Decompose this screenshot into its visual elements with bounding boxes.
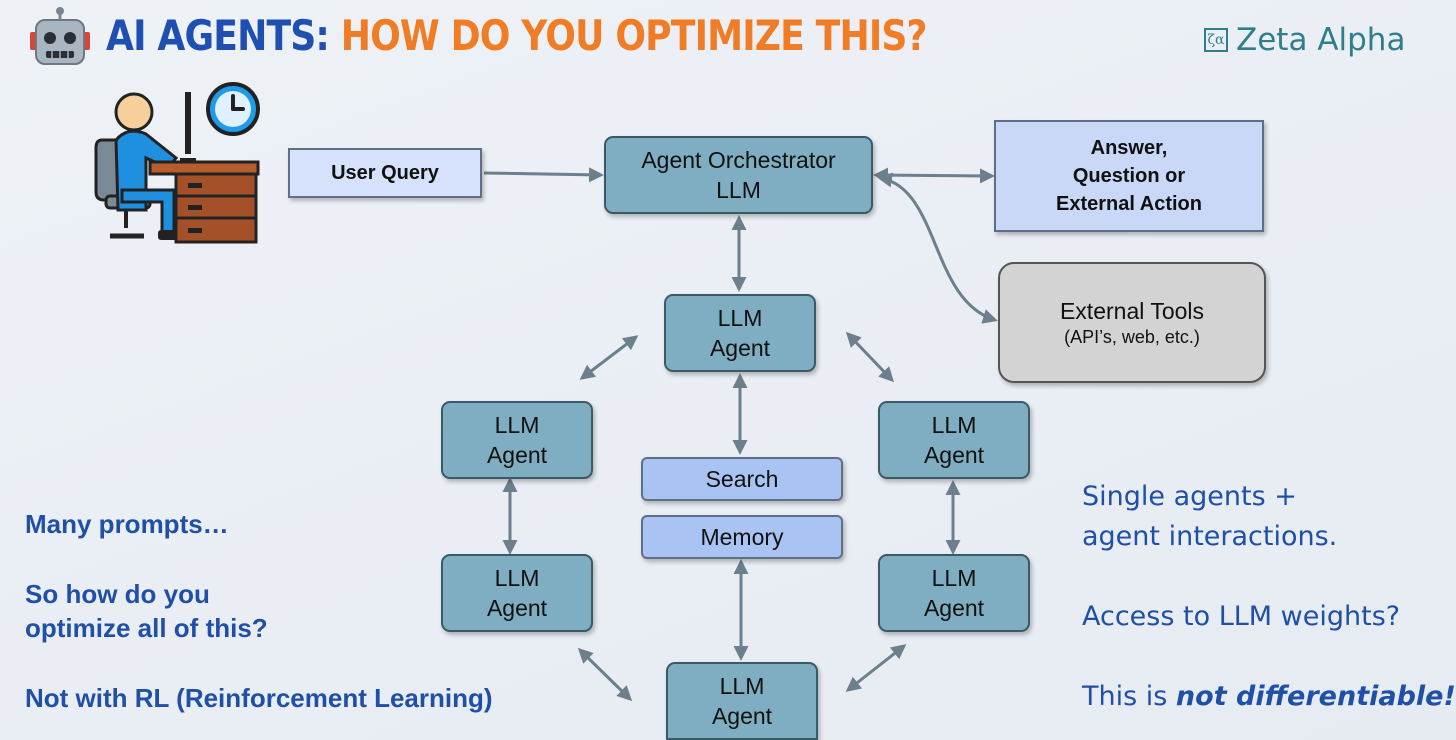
llm-agent-node-left-upper: LLM Agent <box>441 401 593 479</box>
right-text-line-1: Single agents + agent interactions. <box>1082 481 1338 552</box>
arrow-top-left-diagonal <box>579 335 639 380</box>
left-text-line-3: Not with RL (Reinforcement Learning) <box>25 683 493 713</box>
right-text-line-3-prefix: This is <box>1082 681 1176 712</box>
title-part-2: HOW DO YOU OPTIMIZE THIS? <box>340 11 928 60</box>
llm-agent-node-right-upper: LLM Agent <box>878 401 1030 479</box>
right-text-line-3-emphasis: not differentiable! <box>1175 681 1456 712</box>
llm-agent-node-top: LLM Agent <box>664 294 816 372</box>
external-tools-label: External Tools <box>1059 297 1205 324</box>
robot-icon <box>28 6 92 68</box>
brand: ζα Zeta Alpha <box>1204 20 1405 60</box>
brand-name: Zeta Alpha <box>1236 22 1406 58</box>
zeta-alpha-logo-icon: ζα <box>1204 28 1228 52</box>
llm-agent-node-left-lower: LLM Agent <box>441 554 593 632</box>
external-tools-node: External Tools (API’s, web, etc.) <box>998 262 1266 383</box>
page-title: AI AGENTS: HOW DO YOU OPTIMIZE THIS? <box>106 8 928 64</box>
arrow-query-to-orchestrator <box>483 167 604 183</box>
arrow-bottom-left-diagonal <box>577 647 633 702</box>
llm-agent-node-bottom: LLM Agent <box>666 662 818 740</box>
right-text-line-2: Access to LLM weights? <box>1082 601 1401 632</box>
left-text-line-2: So how do you optimize all of this? <box>25 579 268 643</box>
user-query-node: User Query <box>288 148 482 198</box>
search-node: Search <box>641 457 843 501</box>
arrow-bottom-right-diagonal <box>845 644 907 692</box>
arrow-top-right-diagonal <box>845 331 895 383</box>
llm-agent-node-right-lower: LLM Agent <box>878 554 1030 632</box>
arrow-orchestrator-to-tools <box>877 172 998 324</box>
answer-node: Answer, Question or External Action <box>994 120 1264 232</box>
title-part-1: AI AGENTS: <box>106 11 330 60</box>
left-text-line-1: Many prompts… <box>25 509 229 539</box>
clock-icon <box>204 80 262 138</box>
user-at-desk-icon <box>92 78 262 246</box>
arrow-orchestrator-to-answer <box>873 167 995 184</box>
agent-orchestrator-node: Agent Orchestrator LLM <box>604 136 873 214</box>
right-text-line-3: This is not differentiable! <box>1082 677 1456 717</box>
memory-node: Memory <box>641 515 843 559</box>
external-tools-sublabel: (API’s, web, etc.) <box>1064 326 1200 347</box>
